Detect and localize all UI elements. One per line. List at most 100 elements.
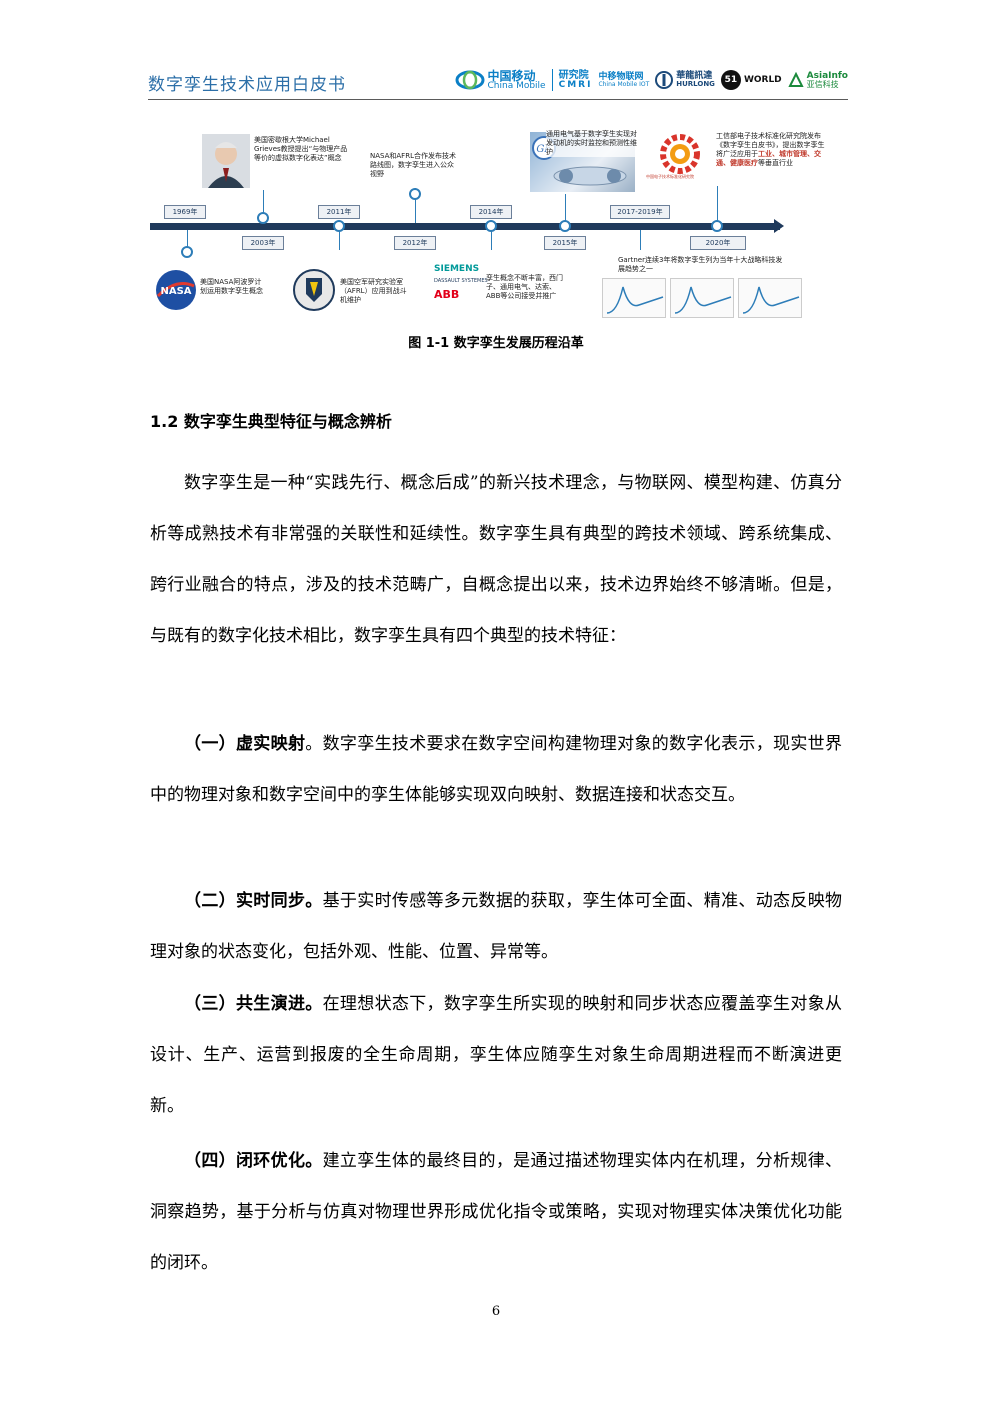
gartner-hype-cycle-2: [670, 278, 734, 318]
ge-logo-icon: GE: [532, 136, 627, 186]
note-2011-afrl: 美国空军研究实验室（AFRL）应用到战斗机维护: [340, 278, 407, 304]
note-1969: 美国NASA阿波罗计划运用数字孪生概念: [200, 278, 263, 295]
ge-engine-image: GE: [530, 132, 635, 192]
partner-logos: 中国移动 China Mobile 研究院 CMRI 中移物联网 China M…: [455, 64, 848, 96]
stem-2017: [640, 230, 641, 250]
feature-4-body: 建立孪生体的最终目的，是通过描述物理实体内在机理，分析规律、洞察趋势，基于分析与…: [150, 1151, 843, 1273]
hype-cycle-chart-icon: [674, 286, 732, 314]
node-2020: [711, 220, 723, 232]
page-header: 数字孪生技术应用白皮书 中国移动 China Mobile 研究院 CMRI 中…: [148, 60, 848, 100]
note-2020: 工信部电子技术标准化研究院发布《数字孪生白皮书》，提出数字孪生将广泛应用于工业、…: [716, 132, 828, 168]
siemens-label: SIEMENS: [434, 264, 480, 274]
node-2003: [257, 212, 269, 224]
year-2015: 2015年: [544, 236, 586, 250]
51world-badge: 51: [720, 70, 741, 90]
gear-icon: [652, 134, 712, 182]
node-1969: [181, 246, 193, 258]
note-2014: 通用电气基于数字孪生实现对发动机的实时监控和预测性维护: [546, 130, 638, 157]
note-2020-tail: 等垂直行业: [758, 159, 793, 167]
siemens-dassault-abb-logos: SIEMENS DASSAULT SYSTEMES ABB: [434, 264, 488, 316]
feature-2-body: 基于实时传感等多元数据的获取，孪生体可全面、精准、动态反映物理对象的状态变化，包…: [150, 891, 843, 962]
logo-separator: [551, 69, 553, 91]
year-2017-2019: 2017-2019年: [610, 205, 670, 219]
china-mobile-icon: [455, 70, 484, 90]
hurlong-logo: 華龍訊達 HURLONG: [655, 71, 715, 89]
hurlong-cn: 華龍訊達: [676, 71, 713, 81]
stem-2012: [415, 188, 416, 223]
svg-text:GE: GE: [536, 144, 552, 155]
feature-4-title: （四）闭环优化。: [184, 1151, 323, 1171]
feature-3-paragraph: （三）共生演进。在理想状态下，数字孪生所实现的映射和同步状态应覆盖孪生对象从设计…: [150, 979, 842, 1132]
gartner-hype-cycle-3: [738, 278, 802, 318]
timeline-figure: 美国密歇根大学Michael Grieves教授提出“与物理产品等价的虚拟数字化…: [150, 128, 825, 323]
michael-grieves-photo: [202, 134, 250, 188]
note-2014-companies: 孪生概念不断丰富，西门子、通用电气、达索、ABB等公司接受并推广: [486, 274, 563, 300]
51world-text: WORLD: [743, 75, 782, 85]
feature-2-paragraph: （二）实时同步。基于实时传感等多元数据的获取，孪生体可全面、精准、动态反映物理对…: [150, 876, 842, 978]
stem-2015: [565, 194, 566, 223]
stem-2003: [263, 190, 264, 223]
feature-3-body: 在理想状态下，数字孪生所实现的映射和同步状态应覆盖孪生对象从设计、生产、运营到报…: [150, 994, 843, 1116]
nasa-logo: NASA: [154, 268, 198, 312]
intro-text: 数字孪生是一种“实践先行、概念后成”的新兴技术理念，与物联网、模型构建、仿真分析…: [150, 473, 842, 646]
cmri-logo: 研究院 CMRI: [558, 69, 593, 90]
stem-1969: [187, 230, 188, 250]
stem-2020: [717, 186, 718, 223]
nasa-icon: NASA: [156, 270, 196, 310]
feature-1-body: 。数字孪生技术要求在数字空间构建物理对象的数字化表示，现实世界中的物理对象和数字…: [150, 734, 843, 805]
year-2003: 2003年: [242, 236, 284, 250]
feature-1-title: （一）虚实映射: [184, 734, 306, 754]
note-2003: 美国密歇根大学Michael Grieves教授提出“与物理产品等价的虚拟数字化…: [254, 136, 348, 162]
afrl-logo: [292, 268, 336, 312]
miit-logo-image: [652, 132, 712, 184]
feature-1-paragraph: （一）虚实映射。数字孪生技术要求在数字空间构建物理对象的数字化表示，现实世界中的…: [150, 719, 842, 821]
stem-2011: [339, 230, 340, 250]
asiainfo-en: AsiaInfo: [806, 70, 848, 81]
year-1969: 1969年: [164, 205, 206, 219]
hurlong-icon: [655, 71, 674, 89]
section-heading: 1.2 数字孪生典型特征与概念辨析: [150, 412, 392, 431]
asiainfo-cn: 亚信科技: [806, 79, 839, 89]
cm-iot-logo: 中移物联网 China Mobile IOT: [598, 71, 650, 88]
timeline-bar: [150, 223, 780, 230]
feature-4-paragraph: （四）闭环优化。建立孪生体的最终目的，是通过描述物理实体内在机理，分析规律、洞察…: [150, 1136, 842, 1289]
year-2012: 2012年: [394, 236, 436, 250]
node-2015: [559, 220, 571, 232]
china-mobile-logo: 中国移动 China Mobile: [455, 69, 546, 91]
asiainfo-logo: AsiaInfo 亚信科技: [788, 70, 848, 89]
note-2020-highlight: 工业、城市管理、交通、健康医疗: [716, 150, 821, 167]
cm-iot-cn: 中移物联网: [598, 71, 644, 82]
hurlong-en: HURLONG: [676, 80, 715, 88]
stem-2014: [491, 230, 492, 250]
timeline-arrow-icon: [774, 219, 784, 233]
year-2011: 2011年: [318, 205, 360, 219]
intro-paragraph: 数字孪生是一种“实践先行、概念后成”的新兴技术理念，与物联网、模型构建、仿真分析…: [150, 458, 842, 662]
hype-cycle-chart-icon: [606, 286, 664, 314]
feature-3-title: （三）共生演进。: [184, 994, 323, 1014]
abb-label: ABB: [434, 288, 460, 301]
node-2012: [409, 188, 421, 200]
feature-2-title: （二）实时同步。: [184, 891, 323, 911]
person-icon: [202, 134, 250, 188]
china-mobile-en: China Mobile: [487, 80, 546, 91]
node-2011-lower: [333, 220, 345, 232]
hype-cycle-chart-icon: [742, 286, 800, 314]
cmri-cn: 研究院: [558, 69, 589, 81]
miit-org-label: 中国电子技术标准化研究院: [646, 174, 694, 179]
china-mobile-cn: 中国移动: [487, 68, 536, 83]
nasa-label: NASA: [160, 286, 191, 297]
afrl-shield-icon: [293, 269, 335, 311]
node-2014: [485, 220, 497, 232]
51world-logo: 51 WORLD: [720, 70, 782, 90]
asiainfo-icon: [788, 72, 804, 87]
figure-caption: 图 1-1 数字孪生发展历程沿革: [408, 336, 584, 351]
note-2020-text: 工信部电子技术标准化研究院发布《数字孪生白皮书》，提出数字孪生将广泛应用于: [716, 132, 825, 158]
year-2014: 2014年: [470, 205, 512, 219]
dassault-label: DASSAULT SYSTEMES: [434, 278, 488, 284]
gartner-hype-cycle-1: [602, 278, 666, 318]
note-2017-gartner: Gartner连续3年将数字孪生列为当年十大战略科技发展趋势之一: [618, 256, 783, 273]
page-number: 6: [491, 1304, 501, 1319]
header-title: 数字孪生技术应用白皮书: [148, 75, 346, 95]
cm-iot-en: China Mobile IOT: [598, 80, 650, 88]
year-2020: 2020年: [690, 236, 746, 250]
